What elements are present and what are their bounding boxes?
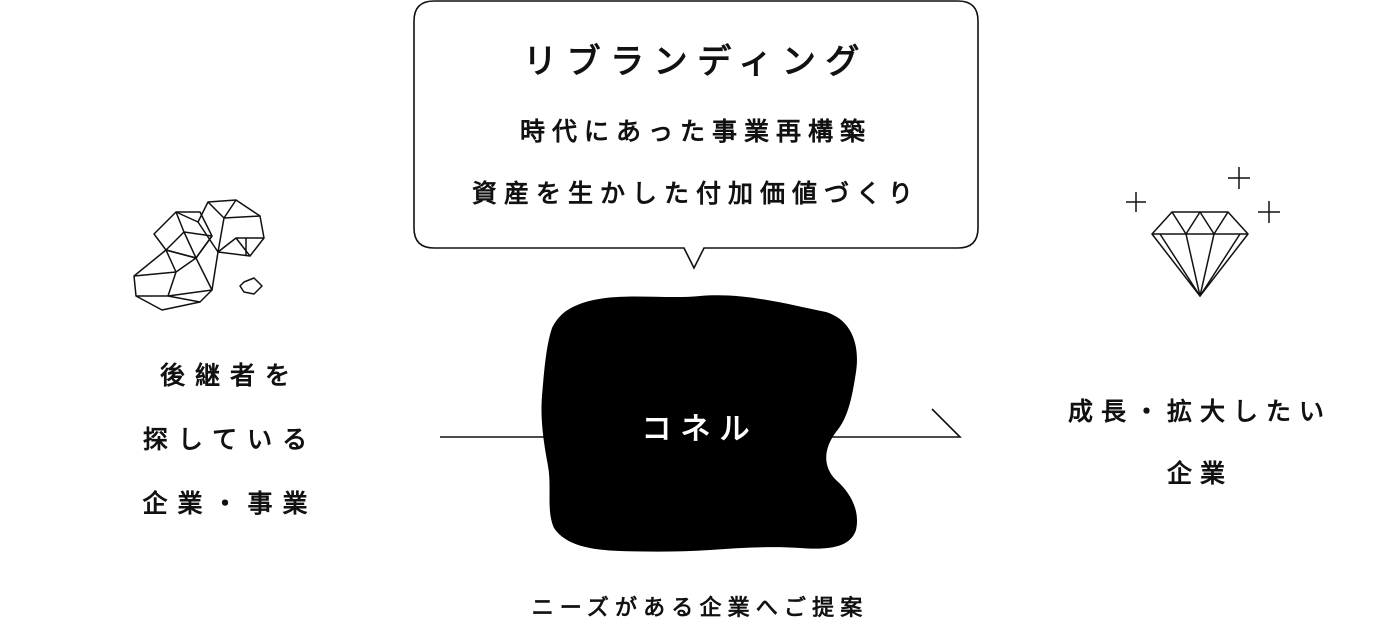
right-label-line-2: 企業 <box>1166 459 1233 488</box>
sparkle-icon <box>1126 167 1280 223</box>
flow-arrow-right <box>830 408 962 438</box>
left-label-line-1: 後継者を <box>159 361 300 390</box>
bubble-line-2: 資産を生かした付加価値づくり <box>471 179 920 208</box>
rough-stones-icon <box>133 199 265 311</box>
left-label-line-3: 企業・事業 <box>142 489 318 518</box>
connel-label: コネル <box>641 412 759 447</box>
left-label-line-2: 探している <box>142 425 318 454</box>
speech-bubble <box>413 0 979 270</box>
diamond-icon <box>1151 211 1249 297</box>
connel-blob <box>541 295 858 552</box>
center-caption: ニーズがある企業へご提案 <box>531 596 869 621</box>
right-label-line-1: 成長・拡大したい <box>1067 397 1332 426</box>
bubble-title: リブランディング <box>523 42 869 82</box>
bubble-line-1: 時代にあった事業再構築 <box>519 117 872 146</box>
